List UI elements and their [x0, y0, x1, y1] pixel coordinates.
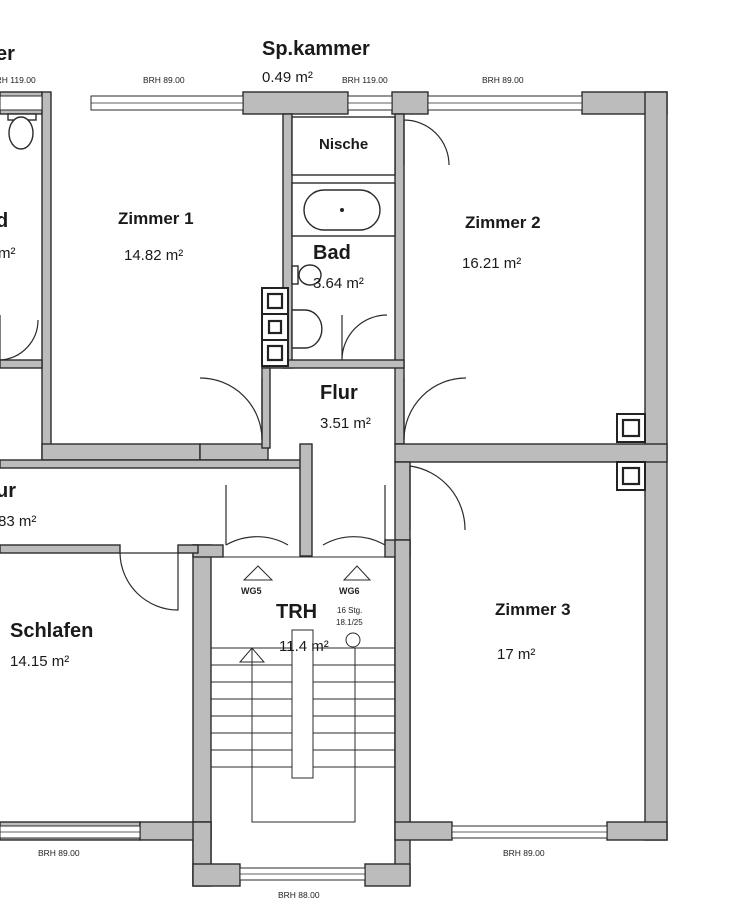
- room-label-bad: Bad: [313, 242, 351, 264]
- room-label-zimmer1: Zimmer 1: [118, 209, 194, 228]
- windows: [0, 95, 608, 881]
- doors: [0, 119, 467, 611]
- room-area-flur: 3.51 m²: [320, 415, 371, 432]
- stair-start-circle: [345, 632, 361, 648]
- room-area-zimmer3: 17 m²: [497, 646, 535, 663]
- stair-label-wg6: WG6: [339, 586, 360, 596]
- wall-bottom-right-a: [394, 821, 453, 841]
- wall-schlafen-top-right: [177, 544, 199, 554]
- room-label-nische: Nische: [319, 136, 368, 153]
- drain-icon: [340, 208, 344, 212]
- stair-label-wg5: WG5: [241, 586, 262, 596]
- stair-eye: [291, 629, 314, 779]
- room-area-sp-kammer: 0.49 m²: [262, 69, 313, 86]
- wg6-triangle-icon: [342, 565, 372, 581]
- shaft-2-inner: [267, 319, 283, 335]
- fixtures: [7, 113, 646, 491]
- shaft-4-inner: [621, 418, 641, 438]
- room-label-zimmer2: Zimmer 2: [465, 213, 541, 232]
- shaft-5-inner: [621, 466, 641, 486]
- left-toilet-bowl: [8, 116, 34, 150]
- wall-bath-right: [394, 113, 405, 445]
- door-zimmer2: [403, 377, 467, 441]
- room-label-trh: TRH: [276, 601, 317, 623]
- toilet-tank: [291, 265, 299, 285]
- window-label-bottom-2: BRH 88.00: [278, 890, 320, 900]
- window-label-bottom-1: BRH 89.00: [38, 848, 80, 858]
- stair-steps-count: 16 Stg.: [337, 606, 362, 615]
- door-nische: [403, 119, 450, 166]
- shaft-1-inner: [266, 292, 284, 310]
- room-label-partial-bath: d: [0, 210, 8, 232]
- room-label-zimmer3: Zimmer 3: [495, 600, 571, 619]
- door-bad: [341, 314, 388, 361]
- stair-steps-ratio: 18.1/25: [336, 618, 363, 627]
- wall-hall-bottom-left: [0, 459, 311, 469]
- door-zimmer1: [199, 377, 263, 441]
- room-area-schlafen: 14.15 m²: [10, 653, 69, 670]
- wall-bottom-right-b: [606, 821, 668, 841]
- room-label-partial-flur: ur: [0, 480, 16, 502]
- room-label-partial-top-left: er: [0, 43, 15, 65]
- shaft-3-inner: [266, 344, 284, 362]
- stair-arrow-icon: [238, 647, 266, 663]
- window-label-top-3: BRH 119.00: [342, 75, 388, 85]
- wall-stair-bottom: [192, 863, 241, 887]
- nische-box: [291, 116, 396, 176]
- toilet-bowl: [298, 264, 322, 286]
- room-area-trh: 11.4 m²: [279, 638, 329, 655]
- door-stair-right: [322, 485, 386, 546]
- wall-zimmer2-bottom: [394, 443, 668, 463]
- wall-flur-left: [261, 367, 271, 449]
- window-label-bottom-3: BRH 89.00: [503, 848, 545, 858]
- wall-hall-top-right: [199, 443, 269, 461]
- wall-hall-flur: [299, 443, 313, 557]
- wall-top-center-right: [391, 91, 429, 115]
- room-area-zimmer2: 16.21 m²: [462, 255, 521, 272]
- window-label-top-4: BRH 89.00: [482, 75, 524, 85]
- wg5-triangle-icon: [242, 565, 274, 581]
- wall-zimmer1-left: [41, 91, 52, 461]
- staircase: [211, 556, 395, 823]
- window-label-top-2: BRH 89.00: [143, 75, 185, 85]
- door-schlafen: [119, 552, 179, 611]
- wall-schlafen-top: [0, 544, 121, 554]
- sink: [291, 309, 323, 349]
- wall-stair-bottom-right: [364, 863, 411, 887]
- door-left-room: [0, 315, 39, 361]
- door-stair-left: [225, 485, 289, 546]
- room-area-zimmer1: 14.82 m²: [124, 247, 183, 264]
- window-label-top-1: BRH 119.00: [0, 75, 36, 85]
- room-label-schlafen: Schlafen: [10, 620, 93, 642]
- wall-hall-top: [41, 443, 201, 461]
- walls: [0, 91, 668, 887]
- labels: er Sp.kammer 0.49 m² BRH 119.00 BRH 89.0…: [0, 38, 571, 900]
- window-top-1: [0, 95, 43, 111]
- room-area-partial-bath: m²: [0, 245, 16, 262]
- room-area-partial-flur: 83 m²: [0, 513, 36, 530]
- room-label-sp-kammer: Sp.kammer: [262, 38, 370, 60]
- room-label-flur: Flur: [320, 382, 358, 404]
- door-zimmer3: [409, 465, 466, 531]
- wall-top-center-left: [242, 91, 349, 115]
- wall-left-bath-bottom: [0, 359, 43, 369]
- wall-right: [644, 91, 668, 841]
- shaft-5: [616, 461, 646, 491]
- room-area-bad: 3.64 m²: [313, 275, 364, 292]
